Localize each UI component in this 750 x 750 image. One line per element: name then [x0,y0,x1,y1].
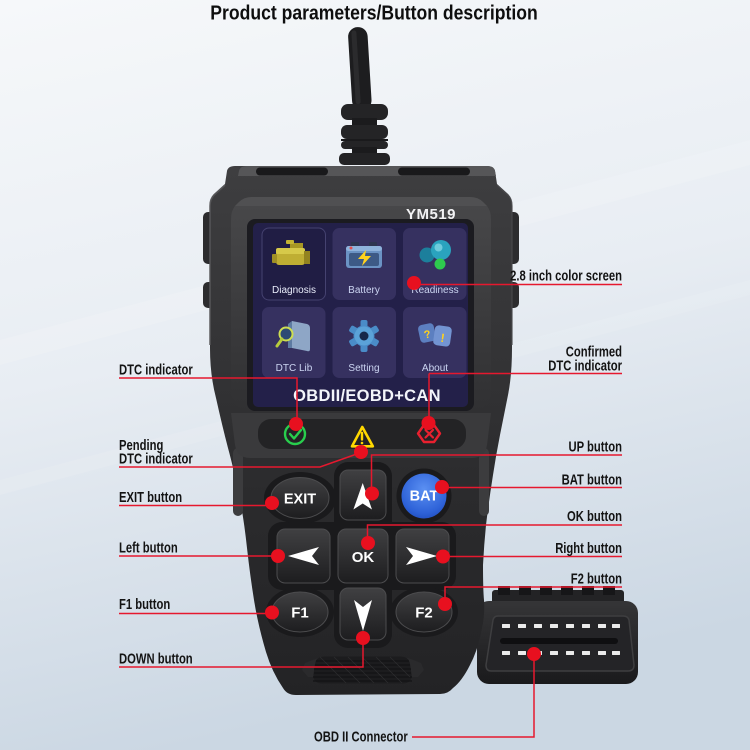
svg-text:Left button: Left button [119,539,178,556]
svg-text:Readiness: Readiness [411,285,458,296]
svg-text:About: About [422,363,448,374]
svg-text:Confirmed: Confirmed [566,343,622,360]
svg-text:Pending: Pending [119,436,163,453]
svg-text:OK: OK [352,549,375,566]
svg-text:F2: F2 [415,605,433,622]
svg-text:Right button: Right button [555,539,622,556]
svg-text:DTC indicator: DTC indicator [548,357,622,374]
svg-text:2.8 inch color screen: 2.8 inch color screen [510,267,622,284]
svg-text:OBD II Connector: OBD II Connector [314,728,408,745]
svg-text:?: ? [423,328,432,341]
svg-text:DTC indicator: DTC indicator [119,450,193,467]
svg-text:Diagnosis: Diagnosis [272,285,316,296]
svg-text:F1: F1 [291,605,309,622]
svg-text:UP button: UP button [568,438,622,455]
svg-text:Battery: Battery [348,285,380,296]
svg-text:EXIT button: EXIT button [119,488,182,505]
svg-text:BAT: BAT [410,489,439,505]
svg-text:OBDII/EOBD+CAN: OBDII/EOBD+CAN [293,387,441,405]
svg-text:DTC Lib: DTC Lib [276,363,313,374]
svg-text:DTC indicator: DTC indicator [119,361,193,378]
svg-text:DOWN button: DOWN button [119,650,193,667]
svg-text:BAT button: BAT button [562,471,622,488]
svg-text:OK button: OK button [567,507,622,524]
svg-text:Product parameters/Button desc: Product parameters/Button description [210,1,537,23]
svg-text:F2 button: F2 button [571,570,622,587]
svg-text:EXIT: EXIT [284,492,316,508]
svg-text:YM519: YM519 [406,206,456,223]
svg-text:F1 button: F1 button [119,595,170,612]
svg-text:Setting: Setting [348,363,379,374]
svg-text:!: ! [440,331,446,345]
